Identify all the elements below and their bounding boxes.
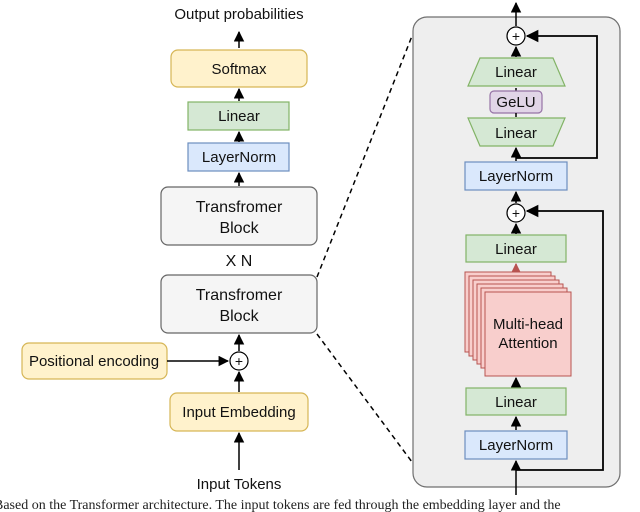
layernorm-top-box — [464, 161, 568, 191]
plus-sign-top: + — [512, 28, 520, 44]
plus-sign-left: + — [235, 353, 243, 369]
linear-attn-out-label: Linear — [495, 241, 537, 258]
linear-mid-trapezoid — [467, 117, 566, 147]
transformer-block-top — [160, 186, 318, 246]
zoom-line-bottom — [316, 333, 413, 463]
softmax-label: Softmax — [211, 61, 267, 78]
transformer-block-top-line2: Block — [219, 220, 259, 237]
layernorm-label-left: LayerNorm — [202, 149, 276, 166]
linear-label-left: Linear — [218, 108, 260, 125]
linear-attn-in-box — [465, 387, 567, 416]
plus-sign-mid: + — [512, 205, 520, 221]
linear-mid-label: Linear — [495, 125, 537, 142]
attention-head-6 — [484, 291, 572, 377]
input-tokens-label: Input Tokens — [197, 476, 282, 493]
figure-caption: Based on the Transformer architecture. T… — [0, 498, 561, 512]
linear-top-label: Linear — [495, 64, 537, 81]
linear-attn-out-box — [465, 234, 567, 263]
layernorm-bottom-label: LayerNorm — [479, 437, 553, 454]
attention-label-line1: Multi-head — [493, 316, 563, 333]
layernorm-top-label: LayerNorm — [479, 168, 553, 185]
plus-circle-left — [229, 351, 249, 371]
transformer-block-bottom — [160, 274, 318, 334]
zoom-line-top — [316, 35, 413, 278]
transformer-block-bottom-line1: Transfromer — [196, 287, 283, 304]
linear-box-left — [187, 101, 290, 131]
layernorm-bottom-box — [464, 430, 568, 460]
softmax-box — [170, 49, 308, 88]
plus-circle-top — [506, 26, 526, 46]
transformer-block-top-line1: Transfromer — [196, 199, 283, 216]
layernorm-box-left — [187, 142, 290, 172]
input-embedding-label: Input Embedding — [182, 404, 295, 421]
linear-attn-in-label: Linear — [495, 394, 537, 411]
positional-encoding-label: Positional encoding — [29, 353, 159, 370]
transformer-block-bottom-line2: Block — [219, 308, 259, 325]
plus-circle-mid — [506, 203, 526, 223]
input-embedding-box — [169, 392, 309, 432]
output-probabilities-label: Output probabilities — [174, 6, 303, 23]
repeat-n-label: X N — [226, 253, 253, 270]
residual-connection-top — [516, 29, 598, 159]
linear-top-trapezoid — [467, 57, 566, 87]
gelu-label: GeLU — [496, 94, 535, 111]
attention-label-line2: Attention — [498, 335, 557, 352]
residual-connection-bottom — [516, 204, 604, 471]
